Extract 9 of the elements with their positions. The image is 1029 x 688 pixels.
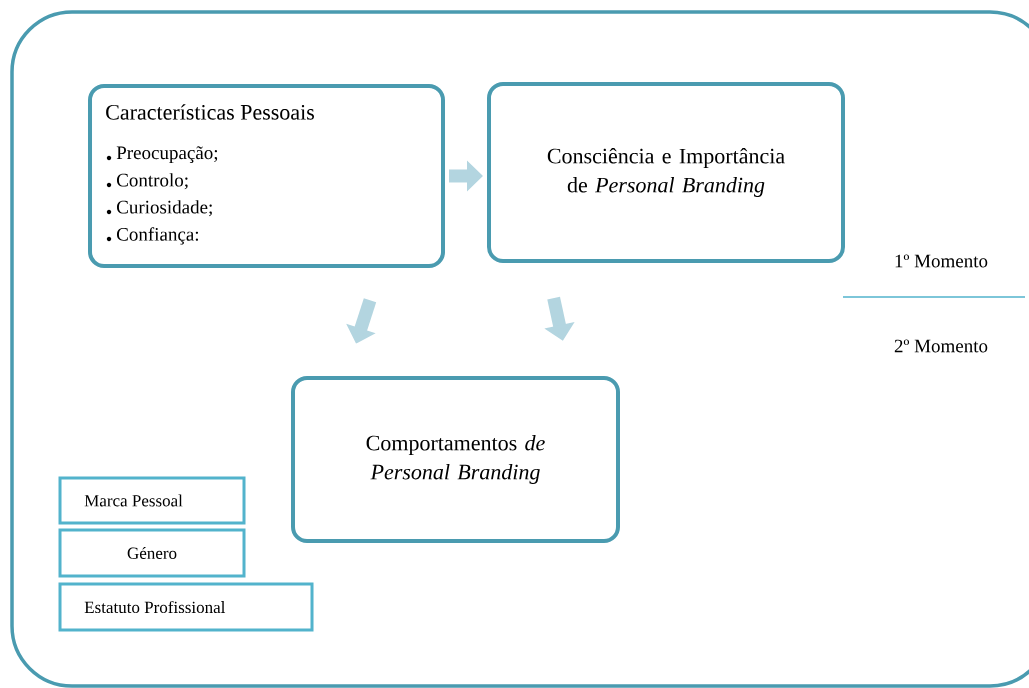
factor-box: Marca Pessoal: [58, 476, 246, 525]
factor-box: Género: [58, 528, 246, 578]
process-box: Comportamentos de Personal Branding: [291, 376, 620, 543]
factor-box: Estatuto Profissional: [58, 582, 314, 632]
phase-label: 2º Momento: [894, 339, 988, 353]
process-box: Características Pessoais Preocupação; Controlo; Curiosidade; Confiança:: [88, 84, 445, 268]
process-box: Consciência e Importância de Personal Branding: [487, 82, 845, 263]
frame: [10, 10, 1029, 688]
phase-label: 1º Momento: [895, 254, 988, 268]
